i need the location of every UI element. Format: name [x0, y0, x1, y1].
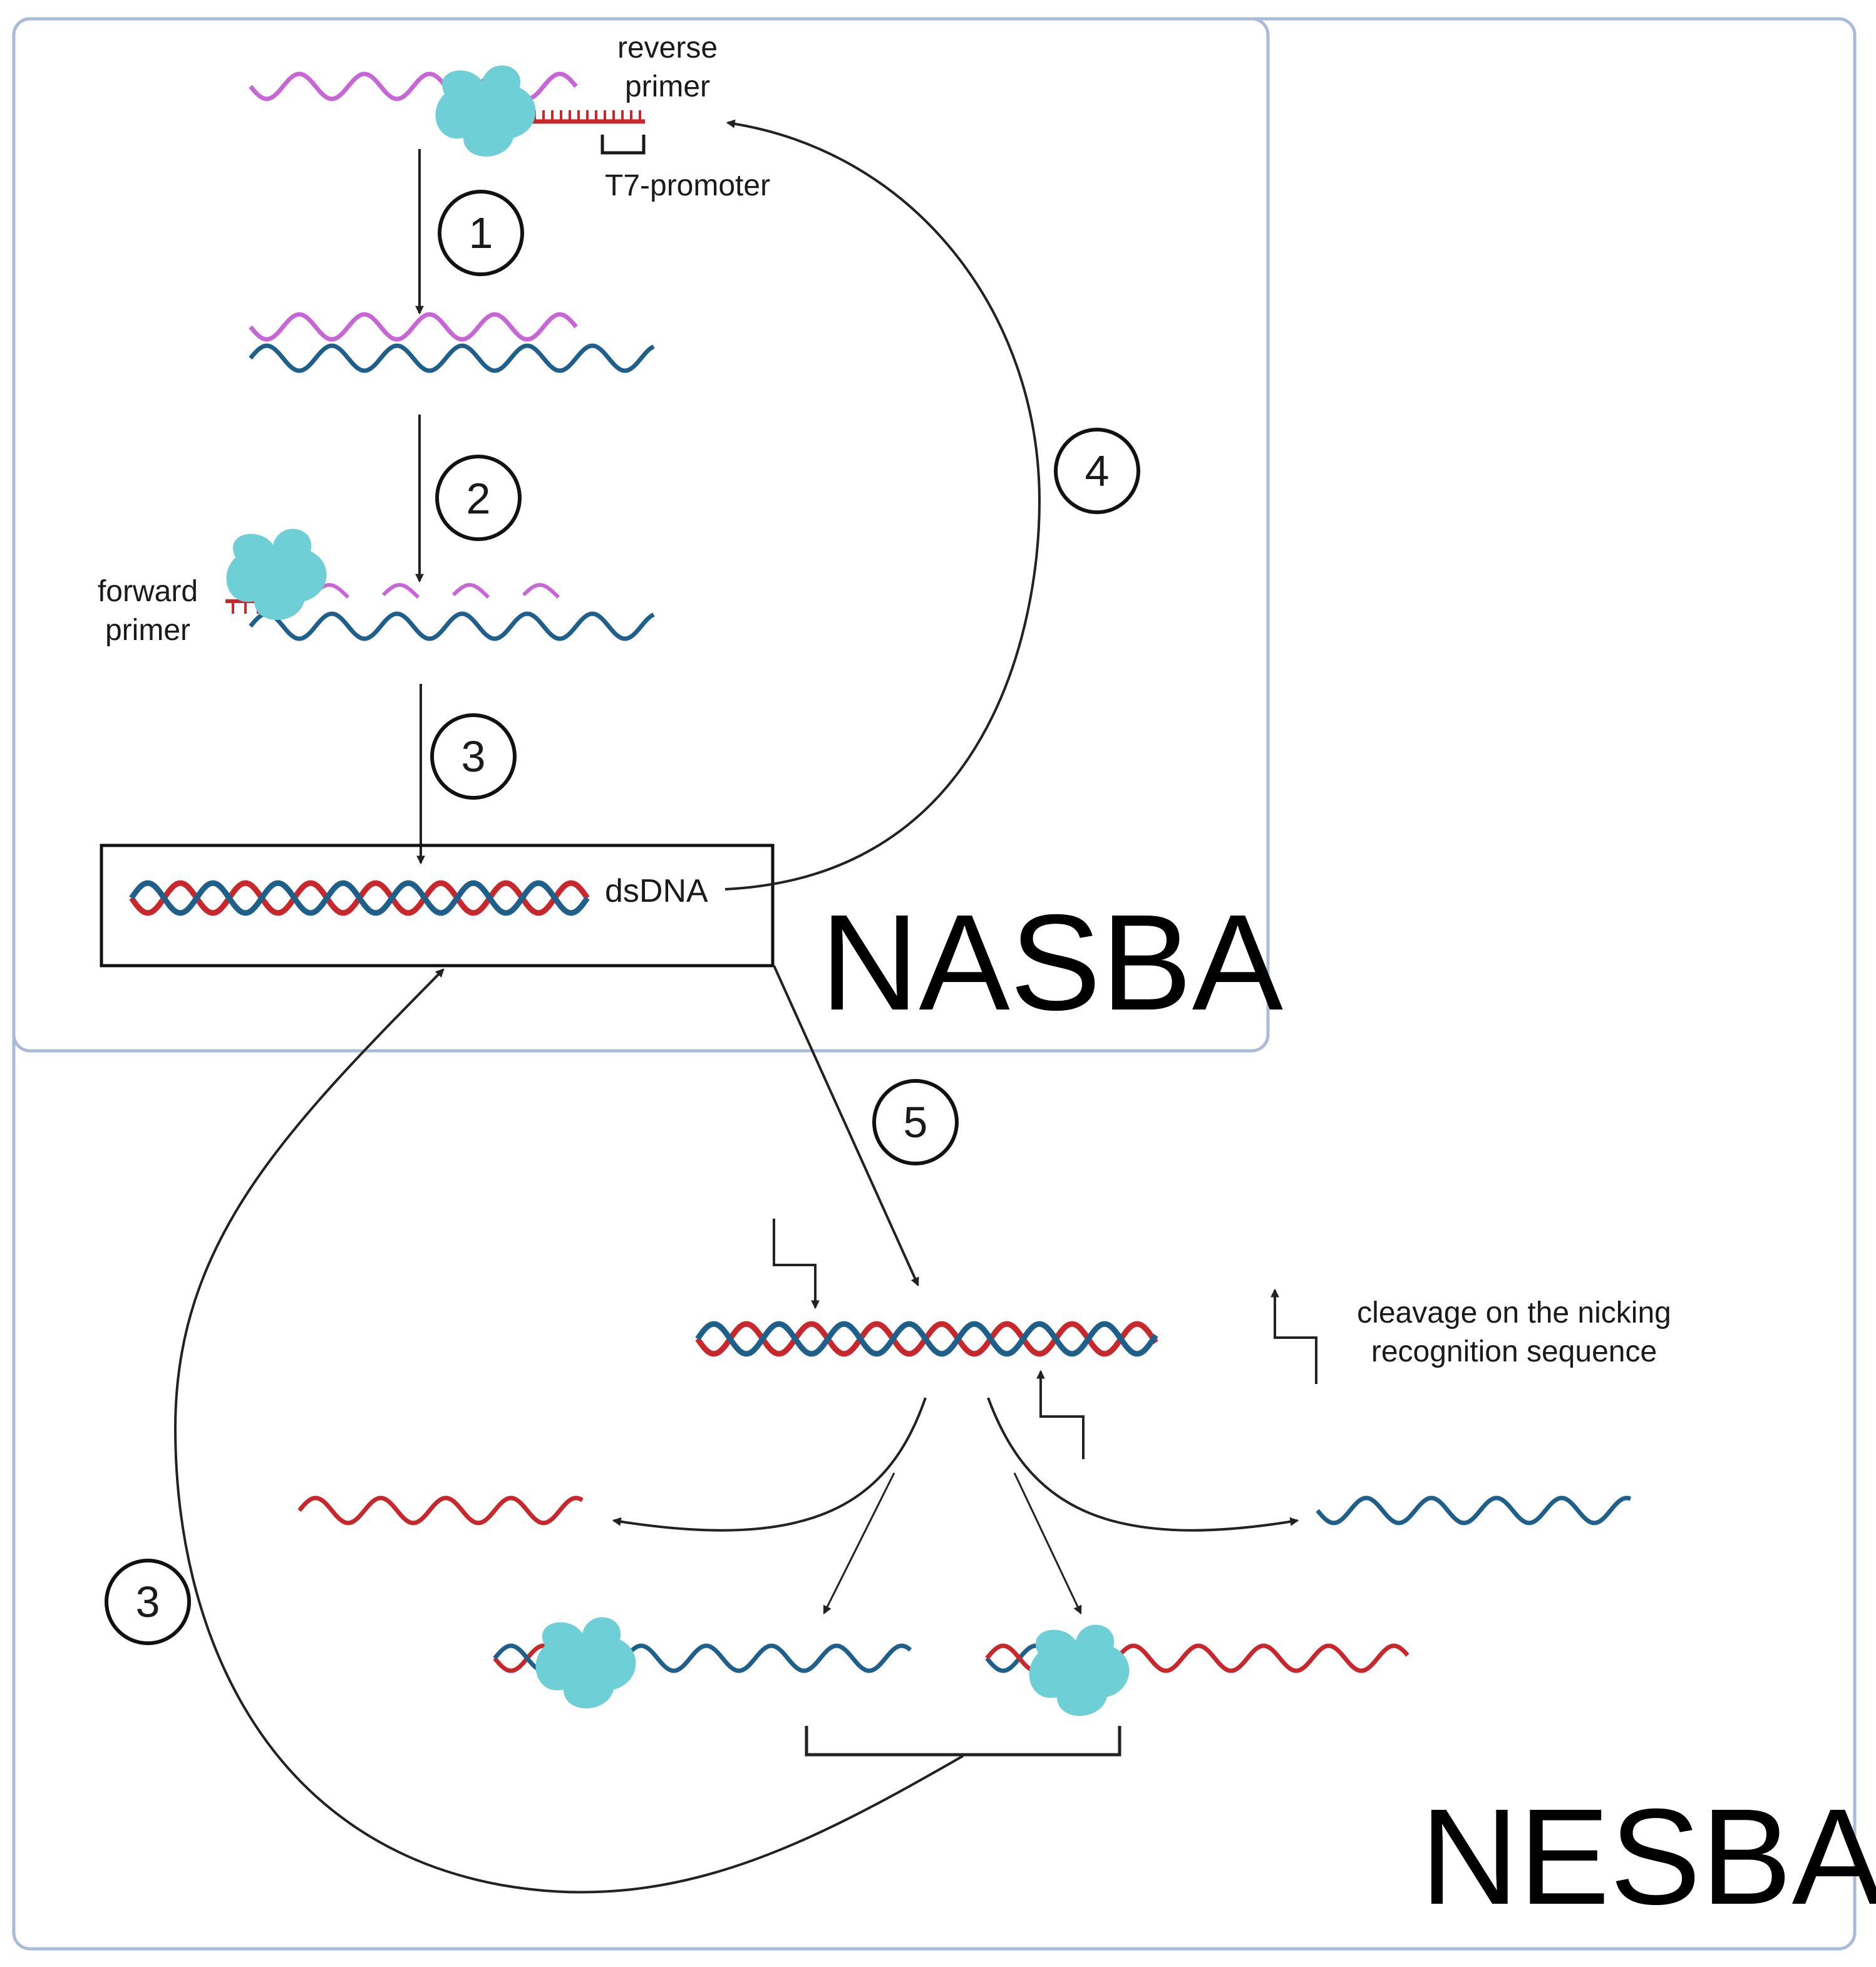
- step-2-circle: 2: [435, 455, 522, 541]
- nick-cleavage-icon: [1270, 1288, 1317, 1384]
- dsdna-label: dsDNA: [605, 873, 708, 909]
- svg-text:1: 1: [469, 209, 493, 257]
- nick-cleavage-icon: [773, 1219, 820, 1309]
- step-5-arrow: [773, 965, 919, 1287]
- degraded-rna-fragments: [311, 583, 560, 599]
- step-3-loop-circle: 3: [105, 1559, 191, 1645]
- released-ssdna-blue: [1316, 1495, 1632, 1526]
- step-4-circle: 4: [1054, 428, 1140, 514]
- nesba-title: NESBA: [1420, 1781, 1876, 1933]
- svg-text:3: 3: [461, 732, 486, 781]
- release-arrow-right: [987, 1397, 1299, 1532]
- polymerase-enzyme-icon: [535, 1617, 636, 1708]
- nick-cleavage-icon: [1036, 1370, 1085, 1459]
- rna-strand: [249, 312, 578, 342]
- rna-fragment: [381, 583, 420, 599]
- dna-strand-blue: [695, 1321, 1158, 1357]
- t7-promoter-bracket: [600, 135, 646, 155]
- cdna-strand: [249, 611, 655, 641]
- polymerase-enzyme-icon: [1029, 1624, 1130, 1716]
- svg-text:3: 3: [136, 1577, 160, 1626]
- nicking-label-line1: cleavage on the nicking: [1357, 1296, 1671, 1329]
- step-1-circle: 1: [438, 190, 524, 276]
- nasba-title: NASBA: [820, 887, 1283, 1039]
- rna-fragment: [451, 583, 490, 599]
- extension-arrow-left: [823, 1472, 895, 1615]
- svg-text:2: 2: [466, 474, 491, 523]
- released-ssdna-red: [297, 1495, 584, 1526]
- forward-primer-label-line2: primer: [105, 614, 190, 647]
- dna-strand-blue: [129, 880, 590, 916]
- svg-text:5: 5: [904, 1098, 928, 1147]
- polymerase-enzyme-icon: [226, 529, 327, 620]
- release-arrow-left: [612, 1397, 927, 1532]
- reverse-primer-strand: [520, 110, 645, 124]
- rna-fragment: [522, 583, 560, 599]
- dsdna-double-helix: [129, 880, 590, 916]
- step-5-circle: 5: [872, 1079, 959, 1165]
- products-bracket: [805, 1726, 1121, 1757]
- t7-promoter-label: T7-promoter: [605, 169, 770, 202]
- step-4-arrow: [724, 119, 1041, 891]
- extension-arrow-right: [1013, 1472, 1082, 1615]
- dsdna-box: [100, 844, 775, 968]
- nicking-label-line2: recognition sequence: [1371, 1335, 1657, 1368]
- reverse-primer-label-line1: reverse: [617, 31, 718, 65]
- nasba-frame: [12, 17, 1270, 1053]
- step-3-circle: 3: [430, 713, 517, 800]
- cdna-strand: [249, 343, 655, 373]
- forward-primer-label-line1: forward: [98, 575, 198, 608]
- step-3-loop-arrow: [173, 968, 964, 1894]
- polymerase-enzyme-icon: [435, 65, 536, 157]
- reverse-primer-label-line2: primer: [625, 70, 710, 103]
- svg-text:4: 4: [1085, 447, 1110, 495]
- nicked-dsdna-double-helix: [695, 1321, 1158, 1357]
